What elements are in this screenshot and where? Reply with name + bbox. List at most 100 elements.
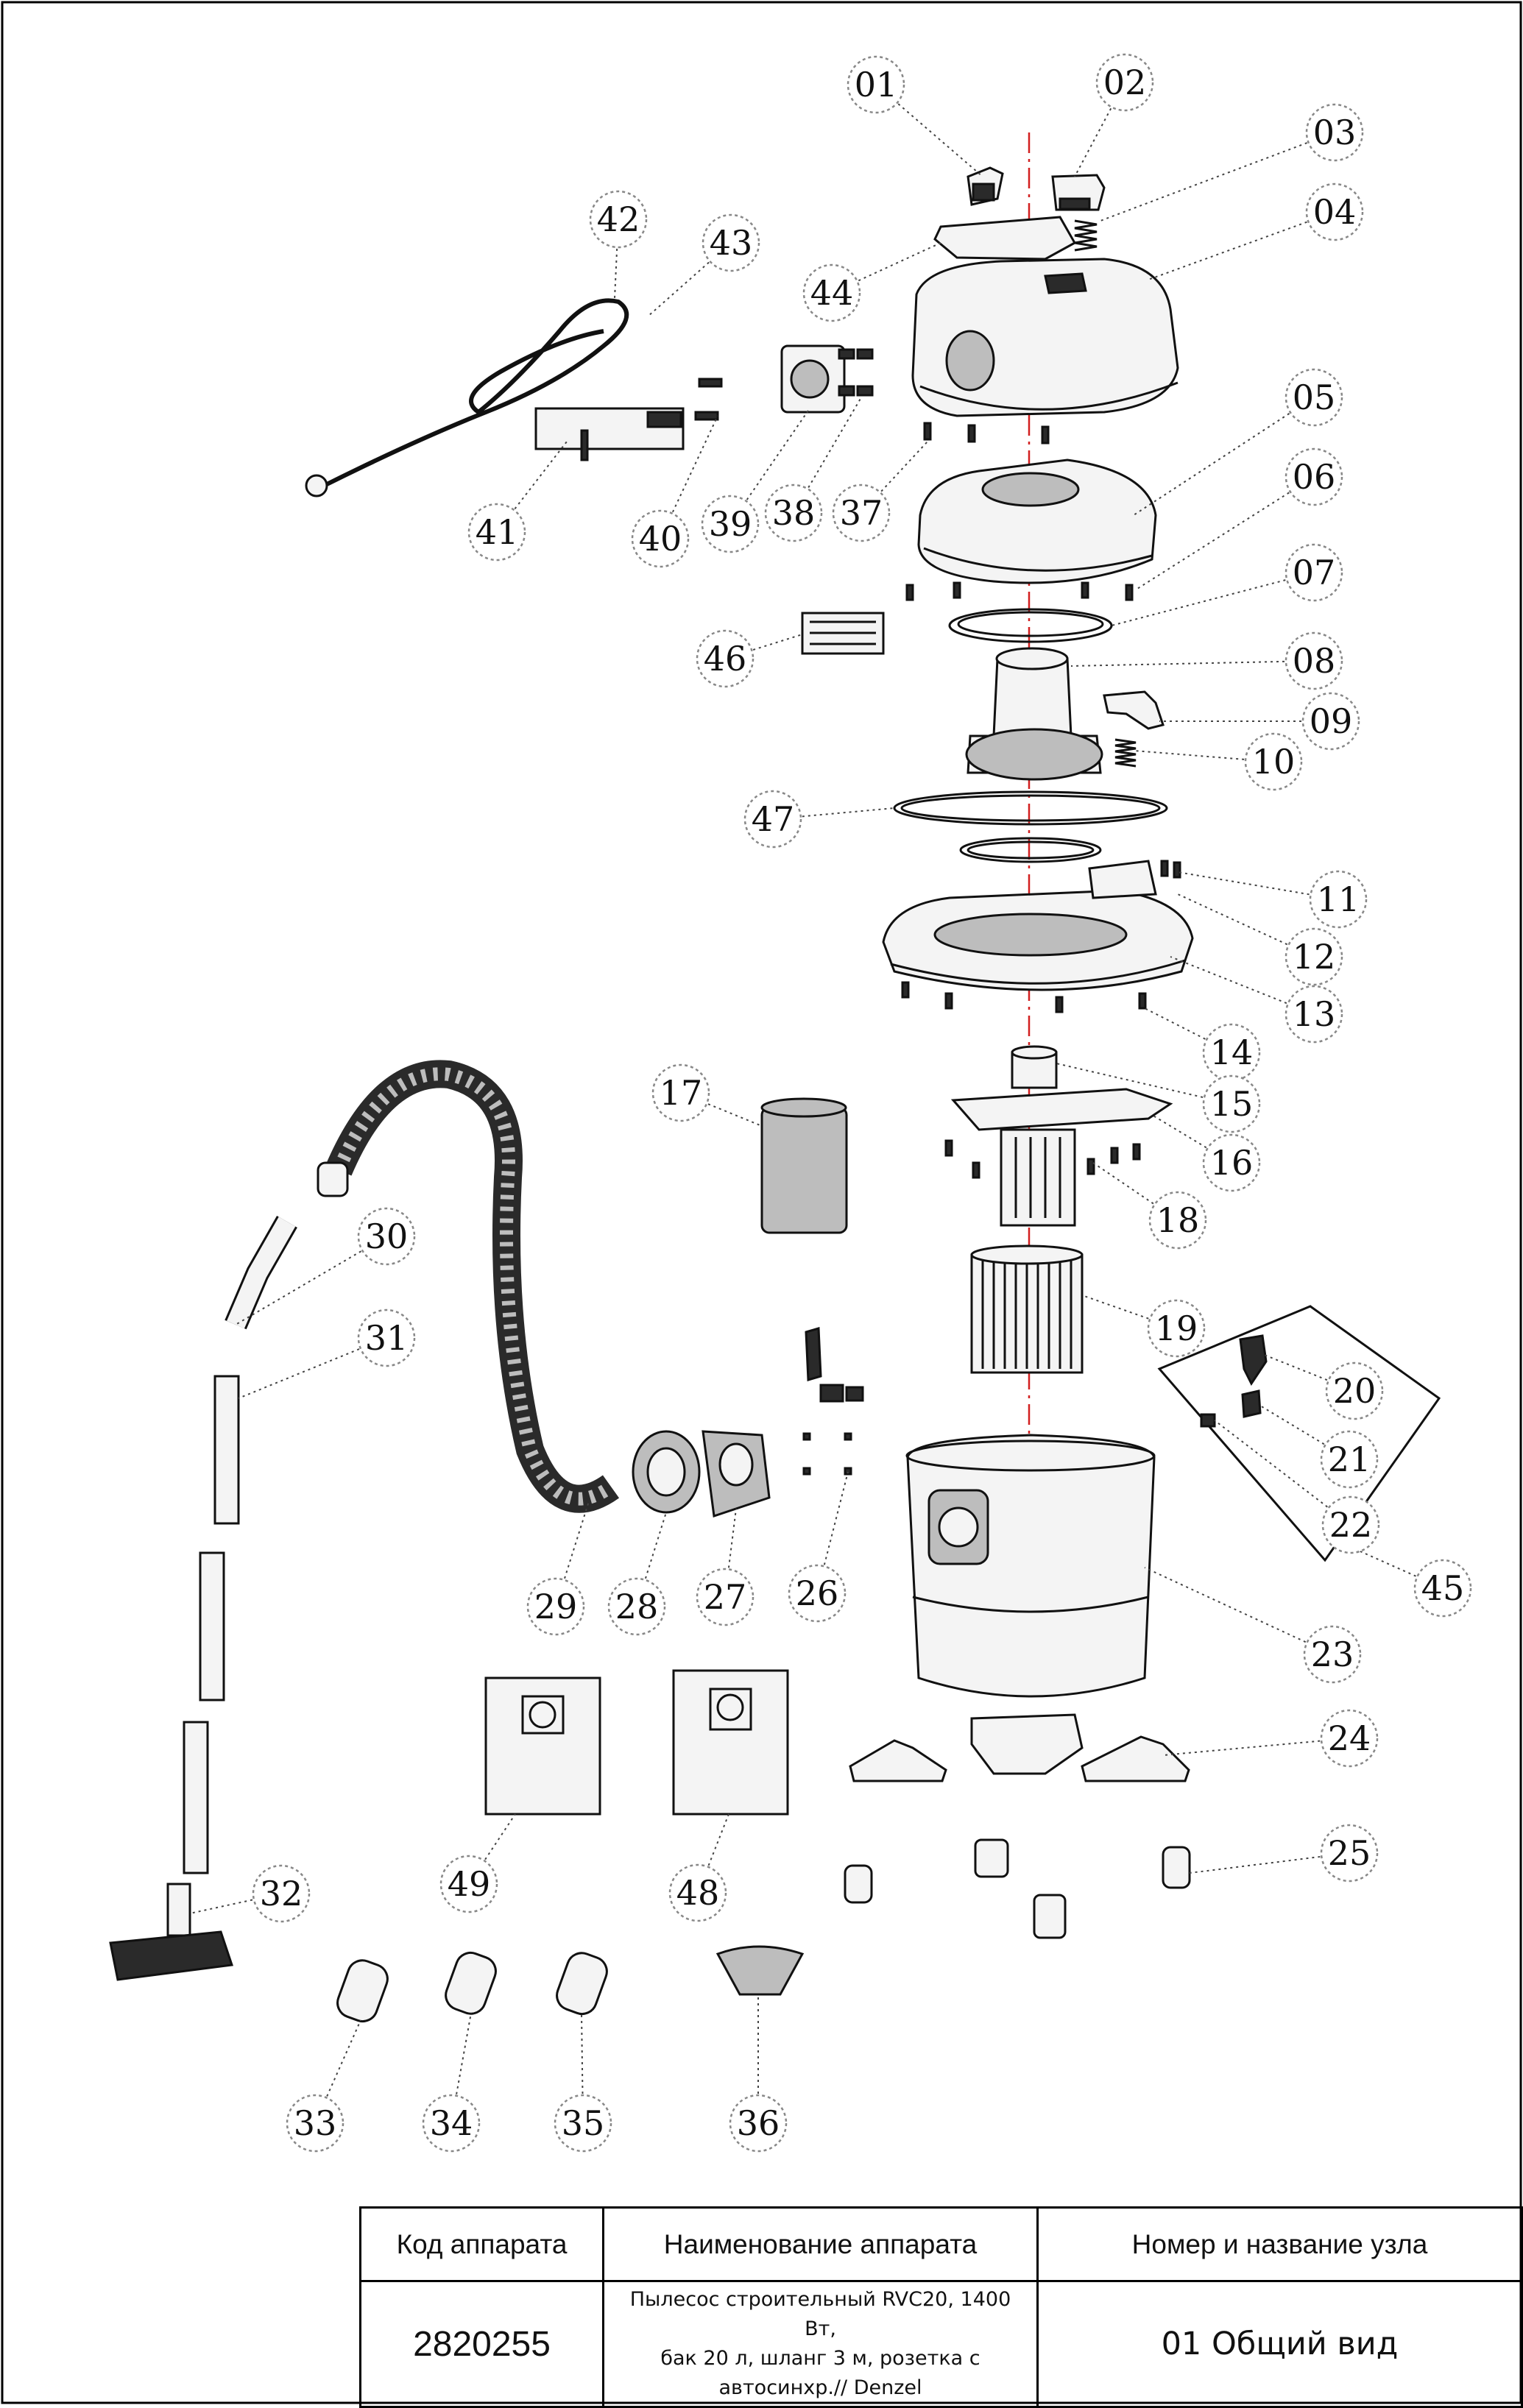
callout-number: 10 <box>1252 742 1296 782</box>
callout-number: 35 <box>562 2103 605 2143</box>
callout-16: 16 <box>1202 1133 1261 1192</box>
callout-circle <box>788 1564 847 1623</box>
part-filter-block-46 <box>801 612 885 655</box>
callout-number: 05 <box>1293 378 1336 417</box>
callout-39: 39 <box>701 495 760 553</box>
callout-number: 46 <box>704 639 747 679</box>
callout-06: 06 <box>1285 447 1343 506</box>
callout-23: 23 <box>1303 1625 1362 1684</box>
callout-number: 08 <box>1293 641 1336 681</box>
callout-33: 33 <box>286 2094 344 2153</box>
callout-number: 31 <box>365 1318 409 1358</box>
leader-line-23 <box>1144 1567 1333 1655</box>
callout-circle <box>607 1577 666 1636</box>
callout-number: 40 <box>639 519 682 559</box>
callout-circle <box>1095 53 1154 112</box>
callout-number: 18 <box>1156 1200 1200 1240</box>
callout-number: 30 <box>365 1217 409 1256</box>
callout-circle <box>1320 1709 1379 1768</box>
callout-35: 35 <box>554 2094 612 2153</box>
callout-04: 04 <box>1305 183 1364 241</box>
part-spring-10 <box>1114 738 1137 768</box>
callout-number: 38 <box>772 493 816 533</box>
part-screws-06 <box>905 581 1134 601</box>
part-floor-nozzle <box>109 1883 233 1981</box>
callout-05: 05 <box>1285 368 1343 427</box>
callout-number: 49 <box>448 1864 491 1904</box>
callout-43: 43 <box>702 213 760 272</box>
callout-circle <box>526 1577 585 1636</box>
callout-21: 21 <box>1320 1430 1379 1489</box>
callout-circle <box>802 263 861 322</box>
callout-28: 28 <box>607 1577 666 1636</box>
callout-number: 17 <box>660 1073 703 1113</box>
callout-10: 10 <box>1244 732 1303 791</box>
part-foam-filter <box>760 1097 848 1234</box>
callout-26: 26 <box>788 1564 847 1623</box>
leader-line-13 <box>1170 956 1315 1015</box>
callout-42: 42 <box>589 190 648 249</box>
callout-circle <box>847 55 905 114</box>
part-motor-housing <box>917 458 1157 584</box>
part-handle-cover <box>933 216 1077 261</box>
callout-number: 06 <box>1293 457 1336 497</box>
part-extension-tubes <box>183 1375 240 1874</box>
callout-07: 07 <box>1285 543 1343 602</box>
callout-circle <box>764 484 823 542</box>
callout-number: 14 <box>1210 1033 1254 1072</box>
callout-number: 11 <box>1317 879 1360 919</box>
callout-circle <box>1285 447 1343 506</box>
callout-circle <box>668 1863 727 1922</box>
part-seal-ring-07 <box>948 608 1113 643</box>
callout-15: 15 <box>1202 1074 1261 1133</box>
callout-02: 02 <box>1095 53 1154 112</box>
header-name: Наименование аппарата <box>602 2206 1039 2282</box>
device-name: Пылесос строительный RVC20, 1400 Вт, бак… <box>602 2280 1039 2408</box>
part-spring-top <box>1074 219 1098 252</box>
part-screws-18 <box>944 1139 1141 1179</box>
callout-number: 33 <box>294 2103 337 2143</box>
device-name-line-2: бак 20 л, шланг 3 м, розетка с <box>660 2347 980 2370</box>
callout-number: 23 <box>1311 1635 1354 1674</box>
callout-number: 47 <box>752 799 795 839</box>
callout-circle <box>696 1568 755 1626</box>
callout-number: 41 <box>476 512 519 552</box>
part-gasket-47 <box>893 790 1168 826</box>
callout-number: 28 <box>615 1587 659 1626</box>
callout-37: 37 <box>832 484 891 542</box>
callout-number: 03 <box>1313 113 1357 152</box>
callout-circle <box>1303 1625 1362 1684</box>
callout-circle <box>286 2094 344 2153</box>
callout-circle <box>651 1063 710 1122</box>
callout-number: 26 <box>796 1573 839 1613</box>
callout-circle <box>554 2094 612 2153</box>
callout-circle <box>1301 692 1360 751</box>
callout-circle <box>1413 1559 1472 1618</box>
info-table: Код аппарата Наименование аппарата Номер… <box>359 2206 1523 2408</box>
callout-25: 25 <box>1320 1824 1379 1883</box>
part-screws-37 <box>923 422 1050 445</box>
callout-38: 38 <box>764 484 823 542</box>
callout-number: 39 <box>709 504 752 544</box>
leader-line-08 <box>1070 660 1315 667</box>
callout-circle <box>631 509 690 568</box>
leader-line-38 <box>793 397 862 514</box>
callout-48: 48 <box>668 1863 727 1922</box>
leader-line-24 <box>1162 1738 1350 1756</box>
callout-circle <box>1309 870 1368 929</box>
part-small-latches-26 <box>802 1327 864 1476</box>
callout-number: 43 <box>710 223 753 263</box>
callout-circle <box>1305 103 1364 162</box>
part-casters-25 <box>844 1838 1191 1939</box>
callout-number: 22 <box>1329 1505 1373 1545</box>
part-hose-adapters <box>632 1430 771 1518</box>
callout-circle <box>1285 631 1343 690</box>
part-feet-24 <box>849 1713 1190 1782</box>
callout-44: 44 <box>802 263 861 322</box>
callout-08: 08 <box>1285 631 1343 690</box>
callout-29: 29 <box>526 1577 585 1636</box>
callout-number: 34 <box>430 2103 473 2143</box>
callout-number: 01 <box>855 65 898 105</box>
